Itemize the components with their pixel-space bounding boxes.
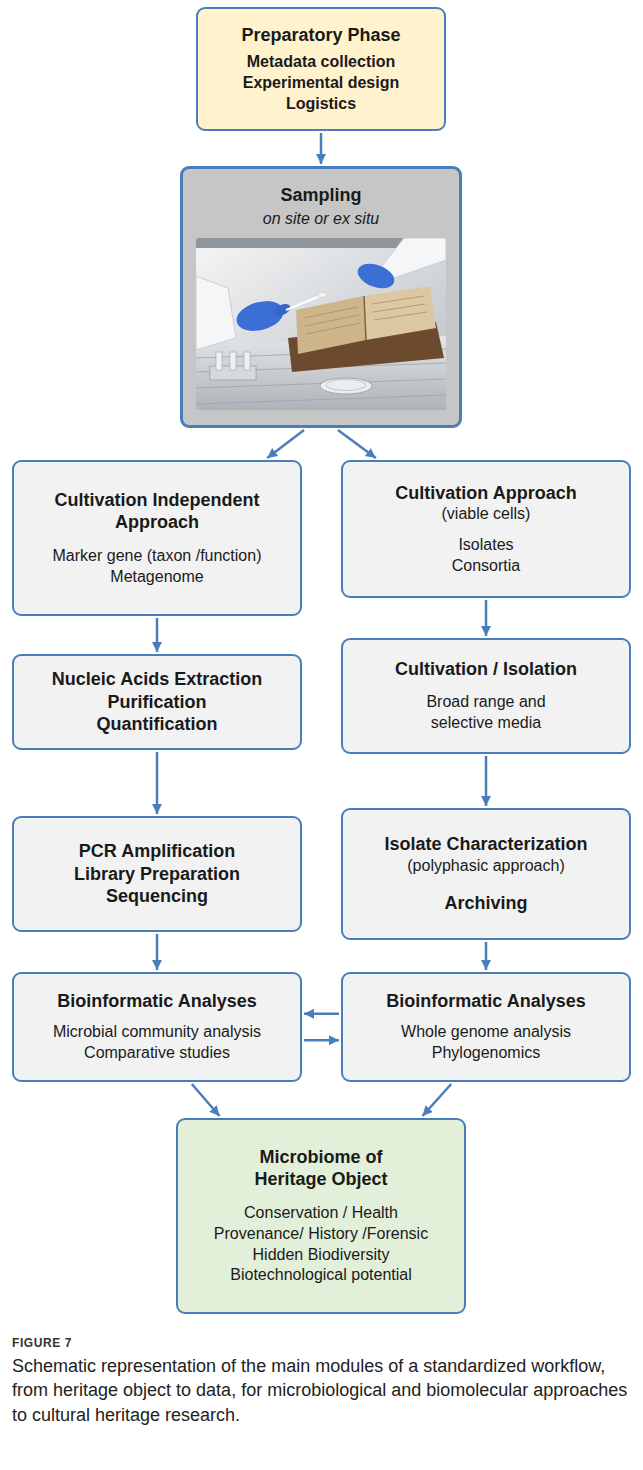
process-box: Cultivation / IsolationBroad range and s…: [341, 638, 631, 754]
gloved-hand: [233, 296, 287, 335]
node-heading: Nucleic Acids Extraction: [26, 668, 288, 691]
node-text: on site or ex situ: [195, 209, 447, 230]
node-heading: Isolate Characterization: [355, 833, 617, 856]
node-text: Conservation / Health: [190, 1203, 452, 1224]
node-heading: Cultivation / Isolation: [355, 658, 617, 681]
node-heading: Cultivation Approach: [355, 482, 617, 505]
flow-arrow: [192, 1084, 220, 1116]
flow-arrow: [156, 618, 159, 652]
node-text: Metagenome: [26, 567, 288, 588]
node-heading: Bioinformatic Analyses: [26, 990, 288, 1013]
node-text: Metadata collection: [210, 52, 432, 73]
node-text: Broad range and selective media: [401, 692, 571, 734]
node-text: Whole genome analysis: [355, 1022, 617, 1043]
tube: [244, 352, 250, 370]
node-text: Logistics: [210, 94, 432, 115]
photo-background: [196, 238, 446, 410]
sampling-photo: [196, 238, 446, 410]
tube: [216, 352, 222, 370]
node-heading: Sequencing: [26, 885, 288, 908]
node-heading: Library Preparation: [26, 863, 288, 886]
swab: [286, 296, 320, 310]
glove-finger: [272, 301, 293, 318]
process-box: Isolate Characterization(polyphasic appr…: [341, 808, 631, 940]
node-text: Comparative studies: [26, 1043, 288, 1064]
flow-arrow: [338, 430, 376, 458]
node-text: Experimental design: [210, 73, 432, 94]
book-page-left: [296, 296, 366, 354]
flow-arrow: [485, 942, 488, 970]
flow-arrow: [485, 756, 488, 806]
flow-arrow: [485, 600, 488, 636]
flow-arrow: [320, 133, 323, 164]
flow-arrow: [267, 430, 304, 458]
node-heading: Quantification: [26, 713, 288, 736]
flow-arrow: [156, 934, 159, 970]
flow-arrow: [423, 1084, 452, 1116]
process-box: PCR AmplificationLibrary PreparationSequ…: [12, 816, 302, 932]
lab-coat-sleeve: [196, 276, 236, 350]
flow-arrow: [304, 1039, 339, 1042]
process-box: Cultivation Approach(viable cells) Isolat…: [341, 460, 631, 598]
flow-arrow: [156, 752, 159, 814]
node-text: (viable cells): [355, 504, 617, 525]
swab-tip: [318, 292, 326, 297]
book-page-right: [364, 286, 436, 340]
lab-coat-sleeve: [382, 238, 446, 278]
gloved-hand: [354, 259, 397, 293]
figure-number: FIGURE 7: [12, 1336, 630, 1350]
node-text: (polyphasic approach): [355, 856, 617, 877]
petri-dish-rim: [326, 379, 366, 390]
node-heading: Preparatory Phase: [210, 24, 432, 47]
node-text: Provenance/ History /Forensic: [190, 1224, 452, 1245]
node-heading: Bioinformatic Analyses: [355, 990, 617, 1013]
caption-block: FIGURE 7 Schematic representation of the …: [12, 1336, 630, 1427]
flow-arrow: [304, 1013, 339, 1016]
node-text: Microbial community analysis: [26, 1022, 288, 1043]
node-heading: Microbiome of Heritage Object: [231, 1146, 411, 1191]
sampling-box: Samplingon site or ex situ: [180, 166, 462, 428]
book-spine: [364, 296, 366, 340]
node-heading: Purification: [26, 691, 288, 714]
connector-group: [157, 133, 486, 1116]
result-box: Microbiome of Heritage ObjectConservatio…: [176, 1118, 466, 1314]
figure-caption: Schematic representation of the main mod…: [12, 1354, 630, 1427]
node-heading: PCR Amplification: [26, 840, 288, 863]
node-text: Marker gene (taxon /function): [26, 546, 288, 567]
node-text: Phylogenomics: [355, 1043, 617, 1064]
node-heading: Archiving: [355, 892, 617, 915]
process-box: Cultivation Independent ApproachMarker g…: [12, 460, 302, 616]
process-box: Bioinformatic AnalysesMicrobial communit…: [12, 972, 302, 1082]
node-text: Hidden Biodiversity: [190, 1245, 452, 1266]
node-text: Biotechnological potential: [190, 1265, 452, 1286]
process-box: Bioinformatic AnalysesWhole genome analy…: [341, 972, 631, 1082]
node-text: Consortia: [355, 556, 617, 577]
tube: [230, 352, 236, 370]
process-box: Nucleic Acids ExtractionPurificationQuan…: [12, 654, 302, 750]
start-box: Preparatory PhaseMetadata collectionExpe…: [196, 7, 446, 131]
node-heading: Cultivation Independent Approach: [26, 489, 288, 534]
node-heading: Sampling: [195, 184, 447, 207]
node-text: Isolates: [355, 535, 617, 556]
petri-dish: [320, 378, 372, 394]
